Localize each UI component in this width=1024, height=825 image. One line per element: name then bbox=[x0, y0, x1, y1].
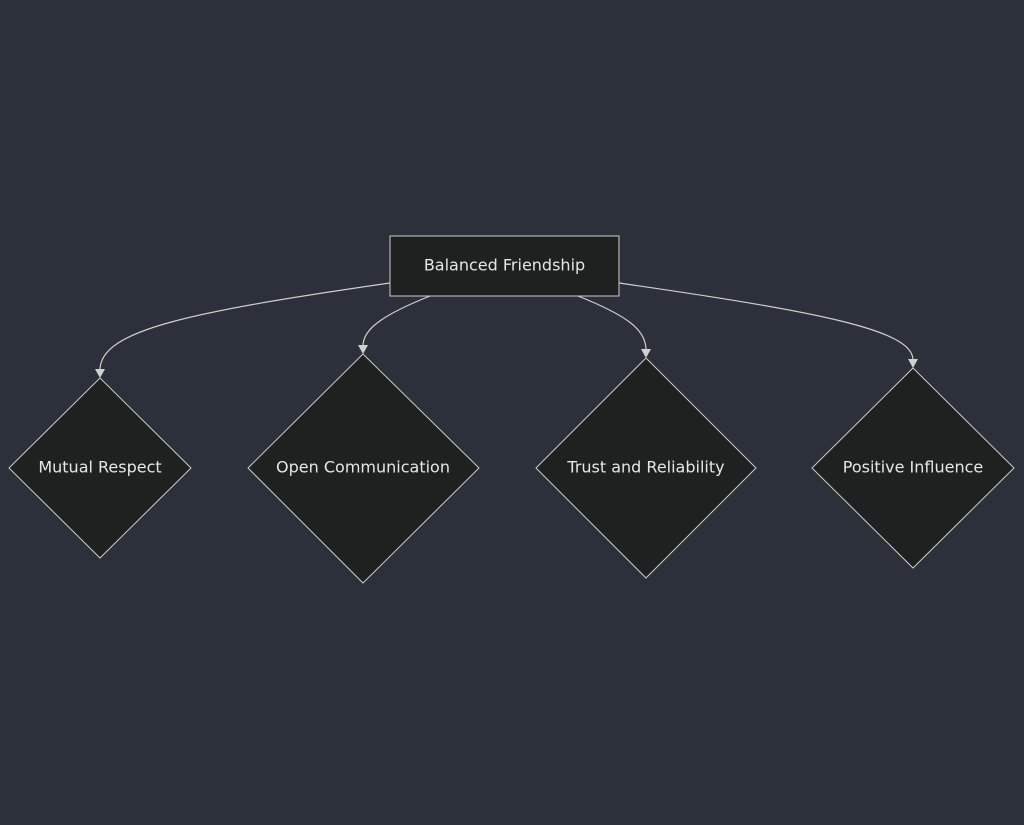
edge-root-positive-influence bbox=[618, 282, 914, 361]
node-open-communication[interactable]: Open Communication bbox=[247, 353, 480, 584]
node-box bbox=[389, 235, 620, 297]
edge-root-open-communication bbox=[362, 295, 431, 347]
node-label-positive-influence: Positive Influence bbox=[843, 458, 983, 477]
node-trust-and-reliability[interactable]: Trust and Reliability bbox=[535, 357, 757, 579]
diamond-shape bbox=[811, 367, 1015, 569]
arrow-head-mutual-respect bbox=[95, 369, 105, 378]
diamond-shape bbox=[247, 353, 480, 584]
arrow-head-trust-and-reliability bbox=[641, 349, 651, 358]
node-label-open-communication: Open Communication bbox=[276, 458, 450, 477]
edges bbox=[95, 282, 918, 378]
arrow-head-open-communication bbox=[358, 345, 368, 354]
node-label-mutual-respect: Mutual Respect bbox=[38, 458, 161, 477]
diamond-shape bbox=[535, 357, 757, 579]
node-positive-influence[interactable]: Positive Influence bbox=[811, 367, 1015, 569]
node-mutual-respect[interactable]: Mutual Respect bbox=[8, 377, 192, 559]
arrow-head-positive-influence bbox=[908, 359, 918, 368]
node-label-balanced-friendship: Balanced Friendship bbox=[424, 256, 585, 275]
node-balanced-friendship[interactable]: Balanced Friendship bbox=[389, 235, 620, 297]
edge-root-trust-and-reliability bbox=[577, 295, 647, 351]
edge-root-mutual-respect bbox=[99, 282, 391, 371]
diamond-shape bbox=[8, 377, 192, 559]
node-label-trust-and-reliability: Trust and Reliability bbox=[566, 458, 724, 477]
